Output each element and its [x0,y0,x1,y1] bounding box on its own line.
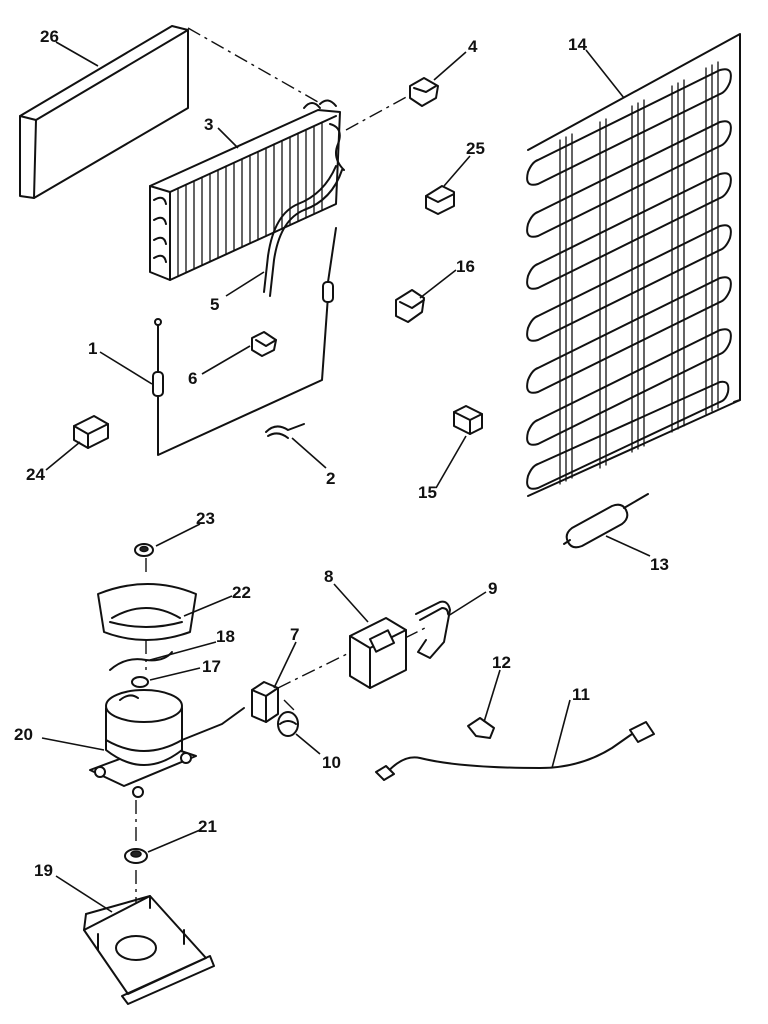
callout-8: 8 [324,567,333,586]
part-10-cap [277,711,299,737]
part-20-compressor [89,689,245,798]
part-12-clip [467,717,495,739]
part-6-clip [251,331,277,357]
callout-15: 15 [418,483,437,502]
callout-10: 10 [322,753,341,772]
callout-19: 19 [34,861,53,880]
callout-3: 3 [204,115,213,134]
part-11-power-cord [375,721,655,781]
callouts: 26 4 14 3 25 16 5 1 6 24 2 15 23 13 8 9 … [14,27,669,880]
part-8-relay [349,617,407,689]
part-19-base-plate [83,895,215,1005]
part-16-clamp [395,289,425,323]
callout-4: 4 [468,37,478,56]
callout-16: 16 [456,257,475,276]
part-5-tube [263,165,343,297]
part-15-bracket [453,405,483,435]
part-9-bracket [415,600,451,659]
part-7-overload [251,681,279,723]
part-13-drier [563,493,649,549]
callout-17: 17 [202,657,221,676]
part-17-grommet [131,676,149,688]
part-21-grommet [124,848,148,864]
part-18-spring-clip [109,651,173,671]
part-1-capillary-tube [152,227,337,456]
part-2-clip [265,423,305,439]
part-22-cover [97,583,197,641]
callout-12: 12 [492,653,511,672]
callout-23: 23 [196,509,215,528]
callout-1: 1 [88,339,97,358]
part-25-bracket [425,185,455,215]
callout-6: 6 [188,369,197,388]
callout-11: 11 [572,685,590,704]
callout-2: 2 [326,469,335,488]
callout-9: 9 [488,579,497,598]
part-3-coil-assembly [149,99,345,281]
callout-20: 20 [14,725,33,744]
callout-7: 7 [290,625,299,644]
leader-lines [41,41,651,913]
callout-14: 14 [568,35,587,54]
part-14-condenser-coil [526,33,741,497]
callout-5: 5 [210,295,219,314]
part-24-block [73,415,109,449]
callout-13: 13 [650,555,669,574]
callout-21: 21 [198,817,217,836]
callout-22: 22 [232,583,251,602]
callout-18: 18 [216,627,235,646]
callout-25: 25 [466,139,485,158]
part-26-panel [19,25,189,199]
part-23-nut [134,543,154,557]
callout-24: 24 [26,465,45,484]
part-4-clip [409,77,439,107]
callout-26: 26 [40,27,59,46]
